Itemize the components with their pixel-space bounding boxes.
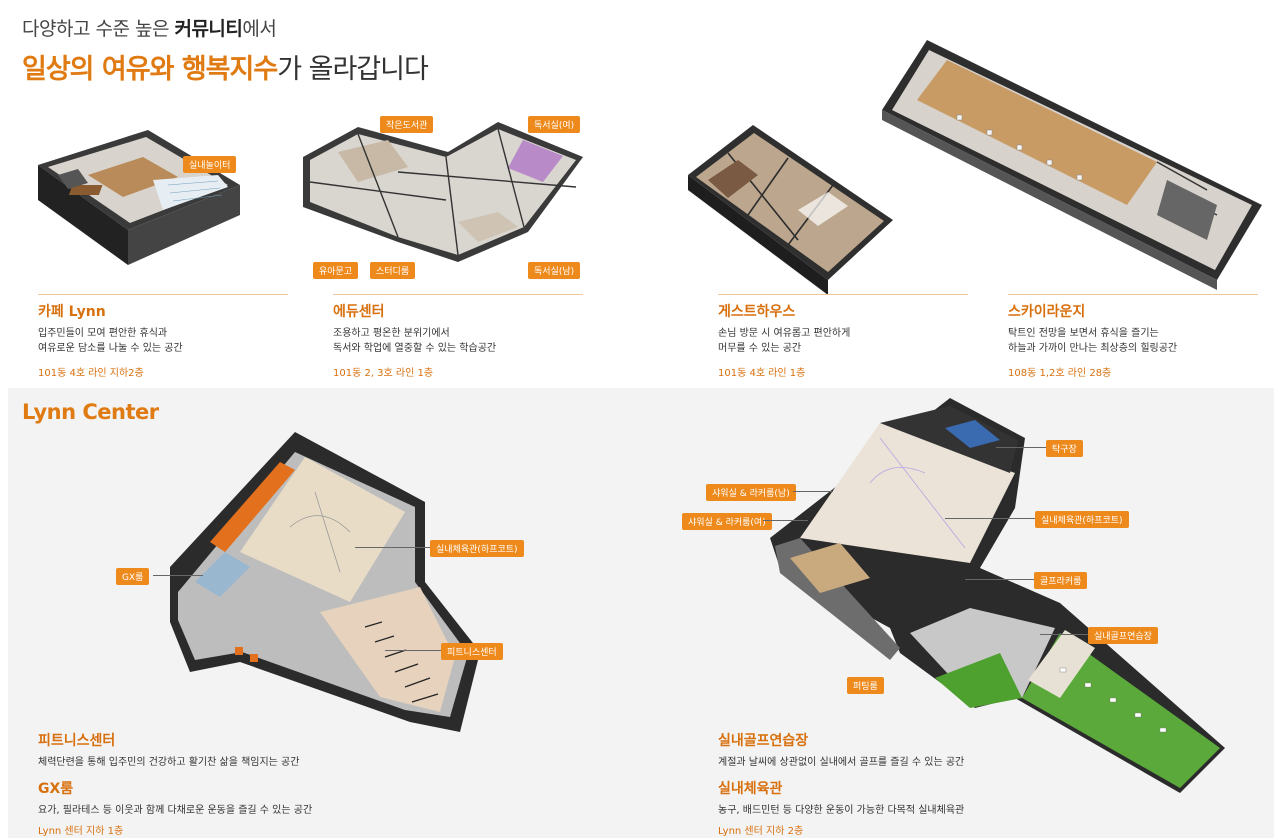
facility-location: 108동 1,2호 라인 28층 xyxy=(1008,368,1112,379)
facility-title: 카페 Lynn xyxy=(38,294,288,321)
cafe-lynn-plan xyxy=(38,130,240,265)
guest-house-plan xyxy=(688,125,893,295)
facility-location: Lynn 센터 지하 2층 xyxy=(718,826,804,837)
leader-shower-female xyxy=(763,520,808,521)
facility-title: 실내체육관 xyxy=(718,781,783,797)
leader-indoor-golf xyxy=(1040,634,1088,635)
leader-table-tennis xyxy=(996,447,1046,448)
facility-title: 실내골프연습장 xyxy=(718,733,809,749)
facility-desc: 요가, 필라테스 등 이웃과 함께 다채로운 운동을 즐길 수 있는 공간 xyxy=(38,805,313,816)
label-indoor-gym: 실내체육관(하프코트) xyxy=(430,540,524,557)
label-indoor-gym-right: 실내체육관(하프코트) xyxy=(1035,511,1129,528)
lynn-right-desc: 실내골프연습장 계절과 날씨에 상관없이 실내에서 골프를 즐길 수 있는 공간… xyxy=(718,730,968,837)
leader-golf-locker xyxy=(965,579,1034,580)
facility-desc: 체력단련을 통해 입주민의 건강하고 활기찬 삶을 책임지는 공간 xyxy=(38,757,300,768)
label-table-tennis: 탁구장 xyxy=(1046,440,1083,457)
facility-desc: 농구, 배드민턴 등 다양한 운동이 가능한 다목적 실내체육관 xyxy=(718,805,965,816)
facility-location: 101동 4호 라인 1층 xyxy=(718,368,806,379)
facility-location: 101동 2, 3호 라인 1층 xyxy=(333,368,434,379)
facility-location: 101동 4호 라인 지하2층 xyxy=(38,368,144,379)
header-line1: 다양하고 수준 높은 커뮤니티에서 xyxy=(22,18,277,40)
header-bold: 커뮤니티 xyxy=(174,18,243,40)
header-line2: 일상의 여유와 행복지수가 올라갑니다 xyxy=(22,54,429,85)
leader-gym xyxy=(355,547,430,548)
label-shower-male: 샤워실 & 라커룸(남) xyxy=(706,484,796,501)
facility-desc: 계절과 날씨에 상관없이 실내에서 골프를 즐길 수 있는 공간 xyxy=(718,757,965,768)
label-study-room-female: 독서실(여) xyxy=(528,116,581,133)
leader-shower-male xyxy=(793,491,833,492)
sky-lounge-plan xyxy=(882,40,1262,290)
label-gx-room: GX룸 xyxy=(116,568,150,585)
lynn-center-title: Lynn Center xyxy=(22,400,159,424)
lynn-left-desc: 피트니스센터 체력단련을 통해 입주민의 건강하고 활기찬 삶을 책임지는 공간… xyxy=(38,730,312,837)
leader-gym-right xyxy=(945,518,1035,519)
facility-title: 스카이라운지 xyxy=(1008,294,1258,321)
label-small-library: 작은도서관 xyxy=(380,116,434,133)
facility-title: GX룸 xyxy=(38,781,74,797)
label-indoor-playground: 실내놀이터 xyxy=(183,156,237,173)
facility-title: 게스트하우스 xyxy=(718,294,968,321)
label-putting-room: 퍼팅룸 xyxy=(847,677,884,694)
label-fitness-center: 피트니스센터 xyxy=(441,643,503,660)
lynn-b2-plan xyxy=(770,398,1225,793)
facility-location: Lynn 센터 지하 1층 xyxy=(38,826,124,837)
label-shower-female: 샤워실 & 라커룸(여) xyxy=(682,513,772,530)
facility-title: 피트니스센터 xyxy=(38,733,116,749)
label-study-room: 스터디룸 xyxy=(370,262,416,279)
label-study-room-male: 독서실(남) xyxy=(528,262,581,279)
leader-gx xyxy=(153,575,203,576)
leader-fitness xyxy=(385,650,441,651)
label-kids-library: 유아문고 xyxy=(313,262,359,279)
header-highlight: 일상의 여유와 행복지수 xyxy=(22,54,278,85)
edu-center-plan xyxy=(303,122,583,262)
page-header: 다양하고 수준 높은 커뮤니티에서 일상의 여유와 행복지수가 올라갑니다 xyxy=(22,14,429,86)
label-indoor-golf: 실내골프연습장 xyxy=(1088,627,1158,644)
label-golf-locker: 골프라커룸 xyxy=(1034,572,1088,589)
lynn-b1-plan xyxy=(170,432,480,732)
facility-title: 에듀센터 xyxy=(333,294,583,321)
